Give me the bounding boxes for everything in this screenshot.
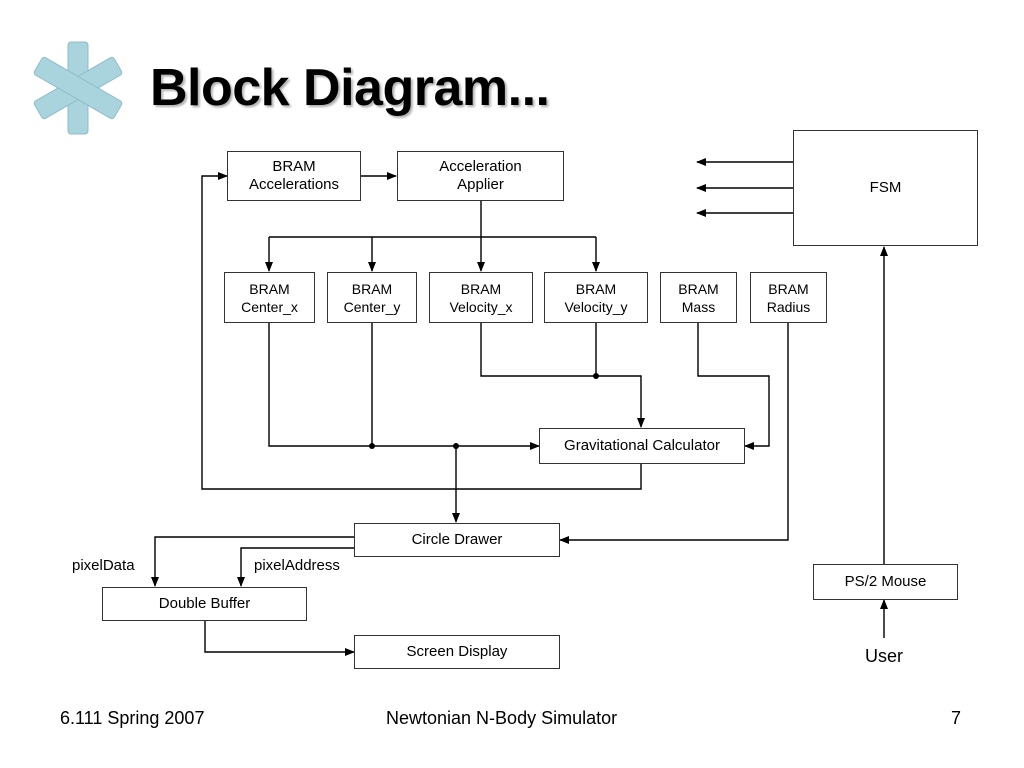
block-gravitational-calculator: Gravitational Calculator (539, 428, 745, 464)
footer-course: 6.111 Spring 2007 (60, 708, 205, 728)
label-pixel-address: pixelAddress (254, 557, 340, 574)
block-bram-velocity-y: BRAM Velocity_y (544, 272, 648, 323)
block-ps2-mouse: PS/2 Mouse (813, 564, 958, 600)
wire-calc-feedback (201, 172, 642, 490)
block-double-buffer: Double Buffer (102, 587, 307, 621)
wire-buffer-to-display (204, 621, 355, 656)
wire-center-x-to-calc (268, 322, 372, 447)
block-fsm: FSM (793, 130, 978, 246)
wire-radius-to-drawer (559, 322, 789, 544)
block-bram-center-y: BRAM Center_y (327, 272, 417, 323)
junction-dot (593, 373, 599, 379)
page-title: Block Diagram... (150, 59, 550, 117)
block-bram-radius: BRAM Radius (750, 272, 827, 323)
block-bram-center-x: BRAM Center_x (224, 272, 315, 323)
wire-center-y-to-calc (371, 322, 540, 450)
asterisk-icon (33, 41, 123, 135)
label-user: User (865, 646, 904, 666)
wire-pixel-address (237, 547, 355, 587)
block-acceleration-applier: Acceleration Applier (397, 151, 564, 201)
footer-page-number: 7 (951, 708, 962, 728)
label-pixel-data: pixelData (72, 557, 135, 574)
block-bram-accelerations: BRAM Accelerations (227, 151, 361, 201)
junction-dot (369, 443, 375, 449)
block-bram-velocity-x: BRAM Velocity_x (429, 272, 533, 323)
footer-project: Newtonian N-Body Simulator (386, 708, 618, 728)
wire-pixel-data (151, 536, 355, 587)
wire-velocity-x-to-calc (480, 322, 645, 428)
block-screen-display: Screen Display (354, 635, 560, 669)
block-bram-mass: BRAM Mass (660, 272, 737, 323)
block-circle-drawer: Circle Drawer (354, 523, 560, 557)
junction-dot (453, 443, 459, 449)
wire-mass-to-calc (697, 322, 770, 450)
